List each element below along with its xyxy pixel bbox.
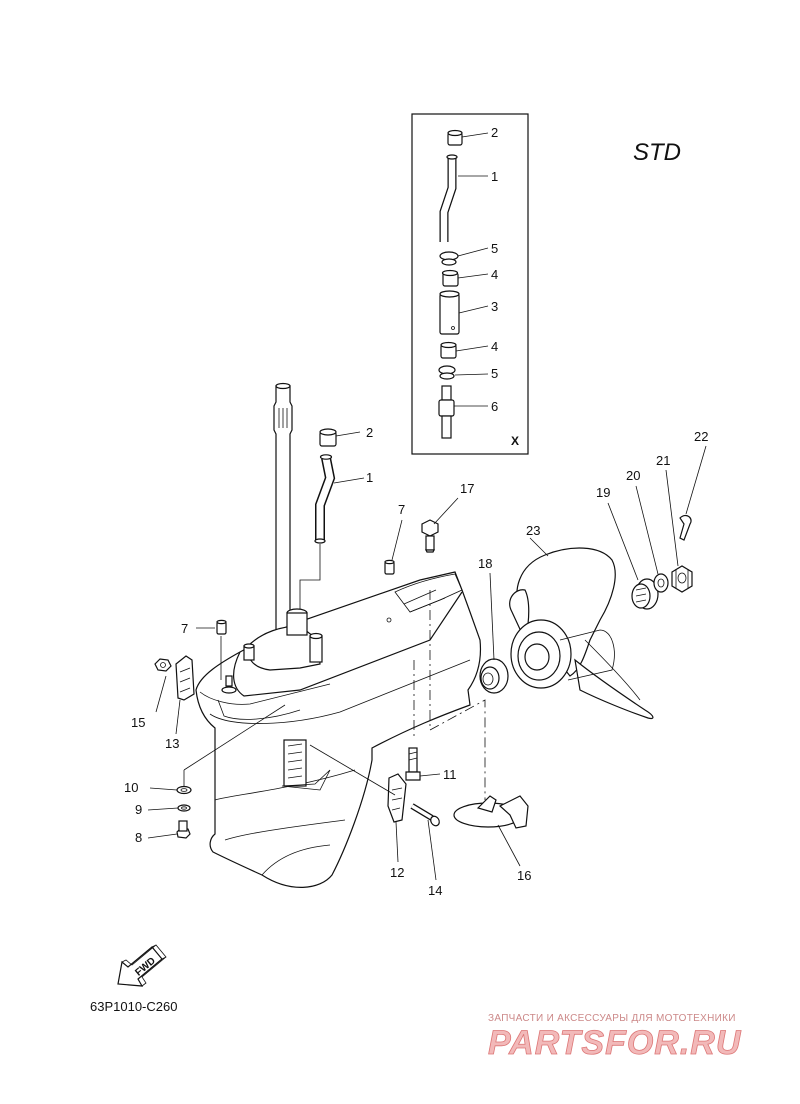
leader-lines [147, 431, 707, 881]
inset-label: X [511, 434, 519, 448]
drive-shaft [273, 382, 293, 641]
spacer-18 [479, 658, 509, 694]
callout-main-21: 21 [656, 453, 670, 468]
water-tube-1 [314, 454, 336, 544]
callout-numbers: 2 1 5 4 3 4 5 6 2 1 7 17 7 15 13 10 9 8 … [124, 125, 708, 898]
callout-main-1: 1 [366, 470, 373, 485]
callout-main-23: 23 [526, 523, 540, 538]
callout-main-15: 15 [131, 715, 145, 730]
inset-pipe-joint-6 [438, 385, 455, 439]
callout-inset-4a: 4 [491, 267, 498, 282]
callout-main-20: 20 [626, 468, 640, 483]
watermark-tagline: ЗАПЧАСТИ И АКСЕССУАРЫ ДЛЯ МОТОТЕХНИКИ [488, 1013, 736, 1024]
propeller-shaft-axis [429, 590, 486, 800]
dowel-pin-7b [216, 619, 227, 680]
gasket-10 [176, 785, 192, 795]
callout-main-8: 8 [135, 830, 142, 845]
callout-main-11: 11 [443, 767, 457, 782]
inset-frame [411, 113, 529, 455]
screw-14 [410, 803, 440, 827]
callout-inset-3: 3 [491, 299, 498, 314]
washer-9 [177, 804, 191, 812]
callout-main-12: 12 [390, 865, 404, 880]
watermark-brand: PARTSFOR.RU [488, 1024, 742, 1062]
inset-water-tube-1 [439, 154, 458, 242]
variant-label: STD [633, 139, 681, 166]
callout-inset-5a: 5 [491, 241, 498, 256]
callout-main-9: 9 [135, 802, 142, 817]
callout-main-18: 18 [478, 556, 492, 571]
inset-seal-5b [438, 365, 456, 380]
diagram-code: 63P1010-C260 [90, 999, 177, 1014]
inset-seal-4a [441, 269, 459, 287]
callout-inset-4b: 4 [491, 339, 498, 354]
tube-guide-line [299, 544, 321, 610]
lower-unit-casing [195, 571, 482, 888]
callout-main-19: 19 [596, 485, 610, 500]
callout-main-22: 22 [694, 429, 708, 444]
callout-main-16: 16 [517, 868, 531, 883]
dowel-pin-7a [384, 559, 395, 575]
bolt-17 [421, 519, 439, 553]
grommet-2 [319, 428, 337, 447]
inset-water-tube-assembly [411, 113, 529, 455]
callout-inset-2: 2 [491, 125, 498, 140]
thrust-washer-19 [631, 578, 659, 610]
bolt-8 [176, 820, 191, 839]
propeller-23 [509, 547, 654, 720]
inset-seal-5a [439, 251, 459, 266]
inset-tube-sleeve-3 [439, 290, 460, 335]
nut-15 [154, 658, 172, 672]
callout-main-7b: 7 [181, 621, 188, 636]
anode-13 [175, 655, 195, 701]
fwd-arrow-icon: FWD [117, 944, 167, 987]
callout-inset-1: 1 [491, 169, 498, 184]
callout-main-10: 10 [124, 780, 138, 795]
cotter-pin-22 [679, 514, 692, 541]
callout-main-2: 2 [366, 425, 373, 440]
water-intake-grille [283, 739, 307, 787]
callout-main-17: 17 [460, 481, 474, 496]
castle-nut-21 [671, 565, 693, 593]
callout-main-7a: 7 [398, 502, 405, 517]
watermark: ЗАПЧАСТИ И АКСЕССУАРЫ ДЛЯ МОТОТЕХНИКИ PA… [488, 1013, 742, 1062]
inset-grommet-2 [447, 129, 463, 146]
callout-main-14: 14 [428, 883, 442, 898]
callout-main-13: 13 [165, 736, 179, 751]
bolt-11 [405, 747, 421, 781]
inset-seal-4b [440, 341, 457, 359]
grille-12 [387, 773, 407, 823]
washer-20 [653, 573, 669, 593]
callout-inset-5b: 5 [491, 366, 498, 381]
callout-inset-6: 6 [491, 399, 498, 414]
trim-tab-16 [453, 795, 529, 829]
